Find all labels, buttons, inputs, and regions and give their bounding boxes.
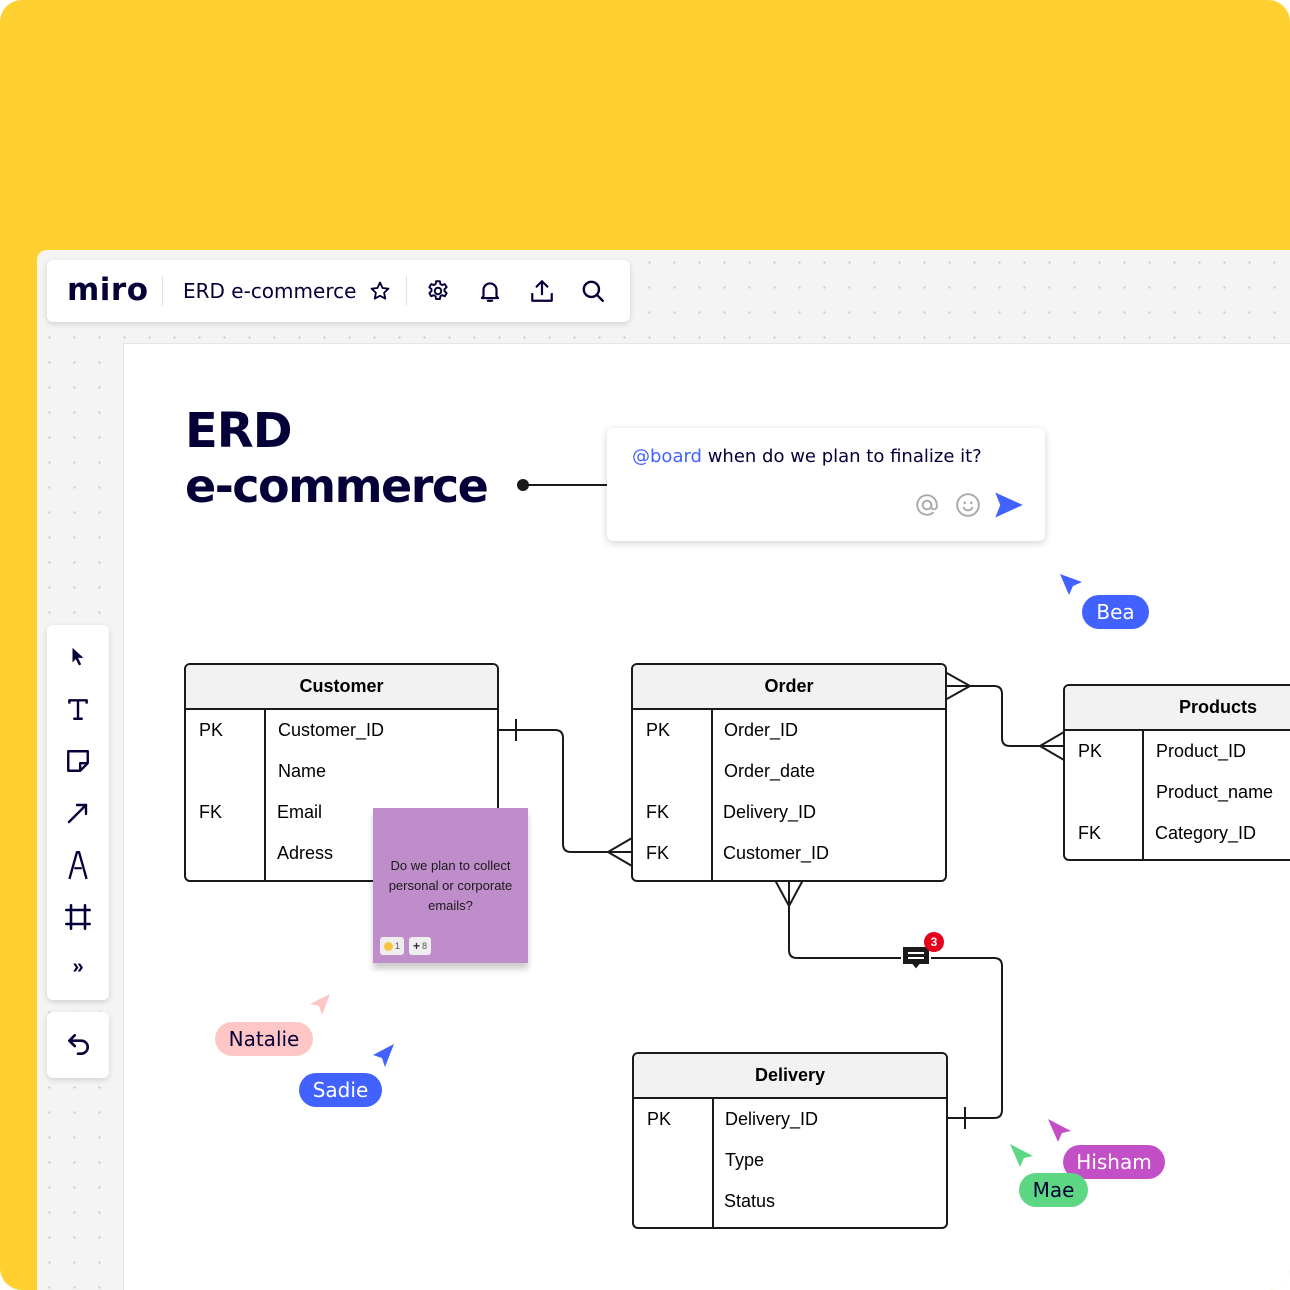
board-title[interactable]: ERD e-commerce bbox=[183, 279, 357, 303]
table-title: Order bbox=[633, 665, 945, 710]
field-cell: Email bbox=[277, 802, 323, 822]
reaction-plus[interactable]: + 8 bbox=[409, 937, 432, 955]
select-icon[interactable] bbox=[47, 635, 109, 679]
field-cell: Order_date bbox=[724, 761, 816, 781]
table-title: Products bbox=[1065, 686, 1290, 731]
divider bbox=[162, 276, 163, 306]
creation-toolbar: » bbox=[47, 625, 109, 1000]
reaction-count: 8 bbox=[422, 941, 428, 951]
table-title: Customer bbox=[186, 665, 497, 710]
field-cell: Name bbox=[278, 761, 327, 781]
field-cell: Delivery_ID bbox=[725, 1109, 819, 1129]
top-bar: miro ERD e-commerce bbox=[47, 260, 630, 322]
table-order[interactable]: Order PK Order_ID Order_date FK Delivery… bbox=[631, 663, 947, 882]
sticky-note-icon[interactable] bbox=[47, 739, 109, 783]
key-cell: FK bbox=[199, 802, 223, 822]
more-icon[interactable]: » bbox=[72, 955, 84, 978]
divider bbox=[406, 276, 407, 306]
key-cell: PK bbox=[647, 1109, 672, 1129]
arrow-icon[interactable] bbox=[47, 791, 109, 835]
field-cell: Type bbox=[725, 1150, 765, 1170]
heading-line-1: ERD bbox=[185, 403, 293, 459]
column-divider bbox=[1142, 731, 1144, 859]
key-cell: FK bbox=[646, 843, 670, 863]
smile-emoji-icon bbox=[384, 941, 393, 951]
comment-body: when do we plan to finalize it? bbox=[701, 446, 982, 467]
field-cell: Category_ID bbox=[1155, 823, 1257, 843]
frame-icon[interactable] bbox=[47, 895, 109, 939]
upload-icon[interactable] bbox=[527, 276, 557, 306]
miro-logo[interactable]: miro bbox=[67, 272, 149, 308]
cursor-label-sadie: Sadie bbox=[299, 1073, 382, 1107]
cursor-pointer-icon bbox=[1058, 572, 1086, 600]
cursor-pointer-icon bbox=[308, 992, 336, 1020]
column-divider bbox=[264, 710, 266, 880]
table-title: Delivery bbox=[634, 1054, 946, 1099]
field-cell: Customer_ID bbox=[278, 720, 385, 740]
cursor-label-hisham: Hisham bbox=[1063, 1145, 1165, 1179]
comment-bubble-icon[interactable] bbox=[899, 943, 933, 971]
field-cell: Customer_ID bbox=[723, 843, 830, 863]
cursor-pointer-icon bbox=[1046, 1118, 1074, 1146]
field-cell: Order_ID bbox=[724, 720, 799, 740]
bell-icon[interactable] bbox=[475, 276, 505, 306]
comment-text[interactable]: @board when do we plan to finalize it? bbox=[632, 446, 982, 467]
field-cell: Product_ID bbox=[1156, 741, 1247, 761]
emoji-icon[interactable] bbox=[953, 490, 983, 520]
cursor-pointer-icon bbox=[371, 1043, 399, 1071]
heading-line-2: e-commerce bbox=[185, 459, 489, 513]
sticky-text: Do we plan to collect personal or corpor… bbox=[388, 858, 513, 913]
sticky-note[interactable]: Do we plan to collect personal or corpor… bbox=[373, 808, 528, 963]
plus-icon: + bbox=[413, 939, 421, 953]
key-cell: PK bbox=[199, 720, 224, 740]
search-icon[interactable] bbox=[578, 276, 608, 306]
comment-card[interactable]: @board when do we plan to finalize it? bbox=[607, 428, 1045, 541]
table-delivery[interactable]: Delivery PK Delivery_ID Type Status bbox=[632, 1052, 948, 1229]
reaction-count: 1 bbox=[395, 941, 401, 951]
field-cell: Status bbox=[724, 1191, 776, 1211]
field-cell: Adress bbox=[277, 843, 334, 863]
text-icon[interactable] bbox=[47, 687, 109, 731]
key-cell: FK bbox=[1078, 823, 1102, 843]
undo-icon[interactable] bbox=[47, 1023, 109, 1067]
table-products[interactable]: Products PK Product_ID Product_name FK C… bbox=[1063, 684, 1290, 861]
comment-count-badge: 3 bbox=[924, 932, 944, 952]
field-cell: Delivery_ID bbox=[723, 802, 817, 822]
cursor-pointer-icon bbox=[1008, 1143, 1036, 1171]
star-icon[interactable] bbox=[365, 276, 395, 306]
mention-link[interactable]: @board bbox=[632, 446, 702, 467]
key-cell: FK bbox=[646, 802, 670, 822]
key-cell: PK bbox=[646, 720, 671, 740]
column-divider bbox=[712, 1099, 714, 1227]
column-divider bbox=[711, 710, 713, 880]
undo-bar bbox=[47, 1012, 109, 1078]
send-icon[interactable] bbox=[994, 490, 1024, 520]
at-mention-icon[interactable] bbox=[912, 490, 942, 520]
cursor-label-mae: Mae bbox=[1019, 1173, 1088, 1207]
reaction-emoji[interactable]: 1 bbox=[380, 937, 405, 955]
key-cell: PK bbox=[1078, 741, 1103, 761]
cursor-label-bea: Bea bbox=[1082, 595, 1149, 629]
board-heading[interactable]: ERD e-commerce bbox=[185, 403, 489, 515]
pen-icon[interactable] bbox=[47, 843, 109, 887]
cursor-label-natalie: Natalie bbox=[215, 1022, 313, 1056]
gear-icon[interactable] bbox=[423, 276, 453, 306]
field-cell: Product_name bbox=[1156, 782, 1274, 802]
